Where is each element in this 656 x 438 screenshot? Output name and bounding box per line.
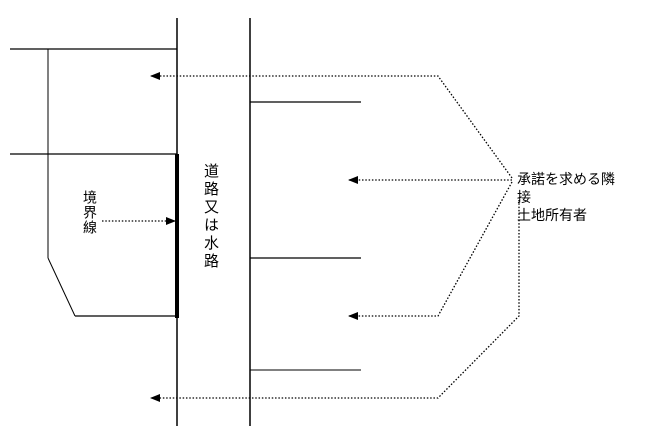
owner-label-line1: 承諾を求める隣接: [517, 172, 615, 206]
owner-leader-lower-right: [348, 181, 513, 320]
owner-label-line2: 土地所有者: [517, 208, 587, 224]
road-label: 道路又は水路: [202, 163, 220, 271]
owner-label: 承諾を求める隣接 土地所有者: [517, 171, 627, 225]
owner-leader-top: [150, 72, 513, 179]
boundary-label: 境界線: [81, 190, 97, 235]
parcel-bevel-edge: [47, 257, 76, 317]
